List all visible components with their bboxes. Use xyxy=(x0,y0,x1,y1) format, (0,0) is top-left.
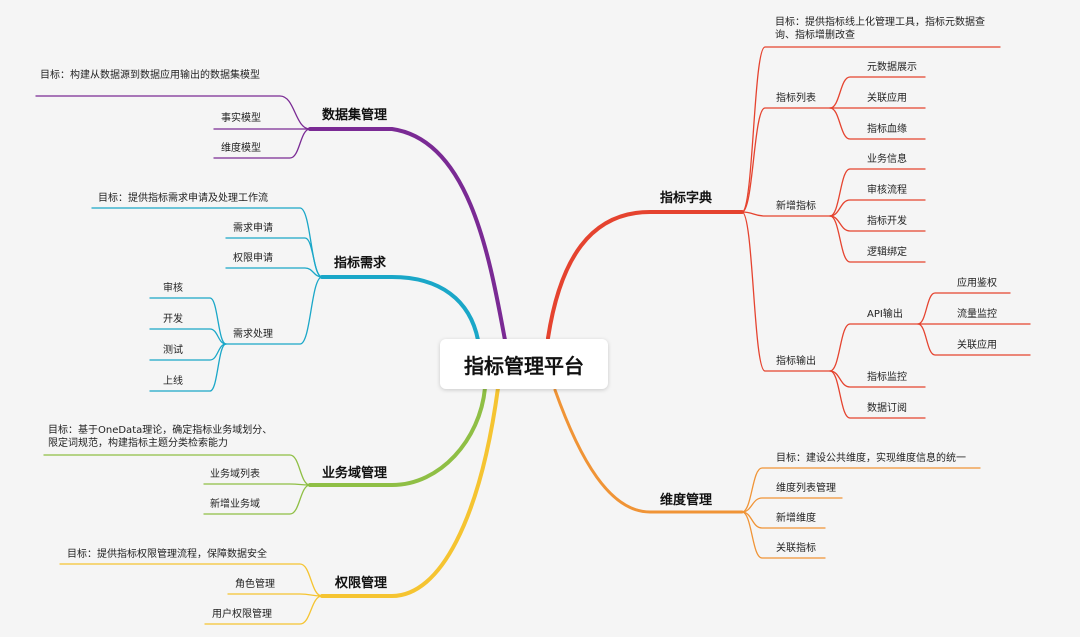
permission-goal: 目标：提供指标权限管理流程，保障数据安全 xyxy=(67,549,267,560)
connector-domain-add xyxy=(203,484,311,515)
permission-item-role[interactable]: 角色管理 xyxy=(235,579,275,590)
connector-root-demand xyxy=(320,275,480,342)
connector-list-metadata xyxy=(829,76,926,109)
dictionary-api-auth[interactable]: 应用鉴权 xyxy=(957,278,997,289)
demand-process-launch[interactable]: 上线 xyxy=(163,376,183,387)
connector-permission-user xyxy=(204,595,323,625)
connector-root-dictionary xyxy=(546,210,744,340)
dataset-item-fact-model[interactable]: 事实模型 xyxy=(221,113,261,124)
root-node[interactable]: 指标管理平台 xyxy=(440,339,608,389)
connector-dimension-list xyxy=(741,497,843,513)
branch-dictionary-title[interactable]: 指标字典 xyxy=(660,191,713,206)
dictionary-output-subscribe[interactable]: 数据订阅 xyxy=(867,403,907,414)
dictionary-list-lineage[interactable]: 指标血缘 xyxy=(867,124,907,135)
permission-item-user[interactable]: 用户权限管理 xyxy=(212,609,272,620)
connector-dataset-goal xyxy=(35,95,311,130)
connector-output-api xyxy=(829,323,919,372)
connector-demand-goal xyxy=(91,207,323,278)
dictionary-output-api-label[interactable]: API输出 xyxy=(867,309,903,320)
branch-demand-title[interactable]: 指标需求 xyxy=(334,256,387,271)
connector-dictionary-output xyxy=(741,211,831,372)
dictionary-list-metadata[interactable]: 元数据展示 xyxy=(867,62,917,73)
connector-dictionary-add xyxy=(741,211,831,217)
connector-dictionary-list xyxy=(741,107,831,213)
demand-goal: 目标：提供指标需求申请及处理工作流 xyxy=(98,193,268,204)
dictionary-add-develop[interactable]: 指标开发 xyxy=(867,216,907,227)
connector-domain-goal xyxy=(43,454,311,486)
dimension-item-list[interactable]: 维度列表管理 xyxy=(776,483,836,494)
domain-item-add[interactable]: 新增业务域 xyxy=(210,499,260,510)
branch-domain-title[interactable]: 业务域管理 xyxy=(322,466,388,481)
connector-demand-apply xyxy=(225,237,323,278)
connector-root-dataset xyxy=(308,127,507,342)
branch-dataset-title[interactable]: 数据集管理 xyxy=(322,108,388,123)
connector-root-dimension xyxy=(553,388,744,514)
dataset-goal: 目标：构建从数据源到数据应用输出的数据集模型 xyxy=(40,70,260,81)
domain-goal: 目标：基于OneData理论，确定指标业务域划分、限定词规范，构建指标主题分类检… xyxy=(48,425,273,449)
connector-root-permission xyxy=(320,386,500,598)
connector-list-lineage xyxy=(829,107,926,140)
connector-dimension-goal xyxy=(741,467,981,513)
dictionary-api-traffic-monitor[interactable]: 流量监控 xyxy=(957,309,997,320)
connector-domain-list xyxy=(203,483,311,486)
demand-item-apply[interactable]: 需求申请 xyxy=(233,223,273,234)
demand-process-review[interactable]: 审核 xyxy=(163,283,183,294)
connector-demand-process xyxy=(225,276,323,345)
connector-api-apps xyxy=(917,323,1031,356)
dimension-item-related-metrics[interactable]: 关联指标 xyxy=(776,543,816,554)
connector-add-business xyxy=(829,168,926,217)
demand-process-develop[interactable]: 开发 xyxy=(163,314,183,325)
connector-dataset-dim xyxy=(213,128,311,159)
connector-demand-perm xyxy=(225,267,323,278)
connector-dimension-related xyxy=(741,511,826,559)
dictionary-goal: 目标：提供指标线上化管理工具，指标元数据查询、指标增删改查 xyxy=(775,17,985,41)
dictionary-output-label[interactable]: 指标输出 xyxy=(776,356,816,367)
demand-process-label[interactable]: 需求处理 xyxy=(233,329,273,340)
connector-permission-role xyxy=(227,593,323,597)
connector-add-review xyxy=(829,199,926,217)
branch-dimension-title[interactable]: 维度管理 xyxy=(660,493,713,508)
connector-dictionary-goal xyxy=(741,46,1001,213)
connector-process-develop xyxy=(149,328,227,345)
connector-output-subscribe xyxy=(829,370,926,419)
dictionary-api-related-apps[interactable]: 关联应用 xyxy=(957,340,997,351)
demand-item-permission-apply[interactable]: 权限申请 xyxy=(233,253,273,264)
connector-permission-goal xyxy=(59,563,323,597)
domain-item-list[interactable]: 业务域列表 xyxy=(210,469,260,480)
dictionary-add-label[interactable]: 新增指标 xyxy=(776,201,816,212)
dictionary-add-logic-binding[interactable]: 逻辑绑定 xyxy=(867,247,907,258)
dictionary-add-review-flow[interactable]: 审核流程 xyxy=(867,185,907,196)
dictionary-list-related-apps[interactable]: 关联应用 xyxy=(867,93,907,104)
connector-process-test xyxy=(149,343,227,361)
demand-process-test[interactable]: 测试 xyxy=(163,345,183,356)
dataset-item-dimension-model[interactable]: 维度模型 xyxy=(221,143,261,154)
connector-add-binding xyxy=(829,215,926,263)
connector-process-review xyxy=(149,297,227,345)
dimension-item-add[interactable]: 新增维度 xyxy=(776,513,816,524)
branch-permission-title[interactable]: 权限管理 xyxy=(335,576,388,591)
dictionary-list-label[interactable]: 指标列表 xyxy=(776,93,816,104)
connector-root-domain xyxy=(308,386,487,487)
connector-api-auth xyxy=(917,292,1011,325)
dictionary-add-business-info[interactable]: 业务信息 xyxy=(867,154,907,165)
dictionary-output-monitor[interactable]: 指标监控 xyxy=(867,372,907,383)
dimension-goal: 目标：建设公共维度，实现维度信息的统一 xyxy=(776,453,966,464)
connector-process-launch xyxy=(149,343,227,392)
